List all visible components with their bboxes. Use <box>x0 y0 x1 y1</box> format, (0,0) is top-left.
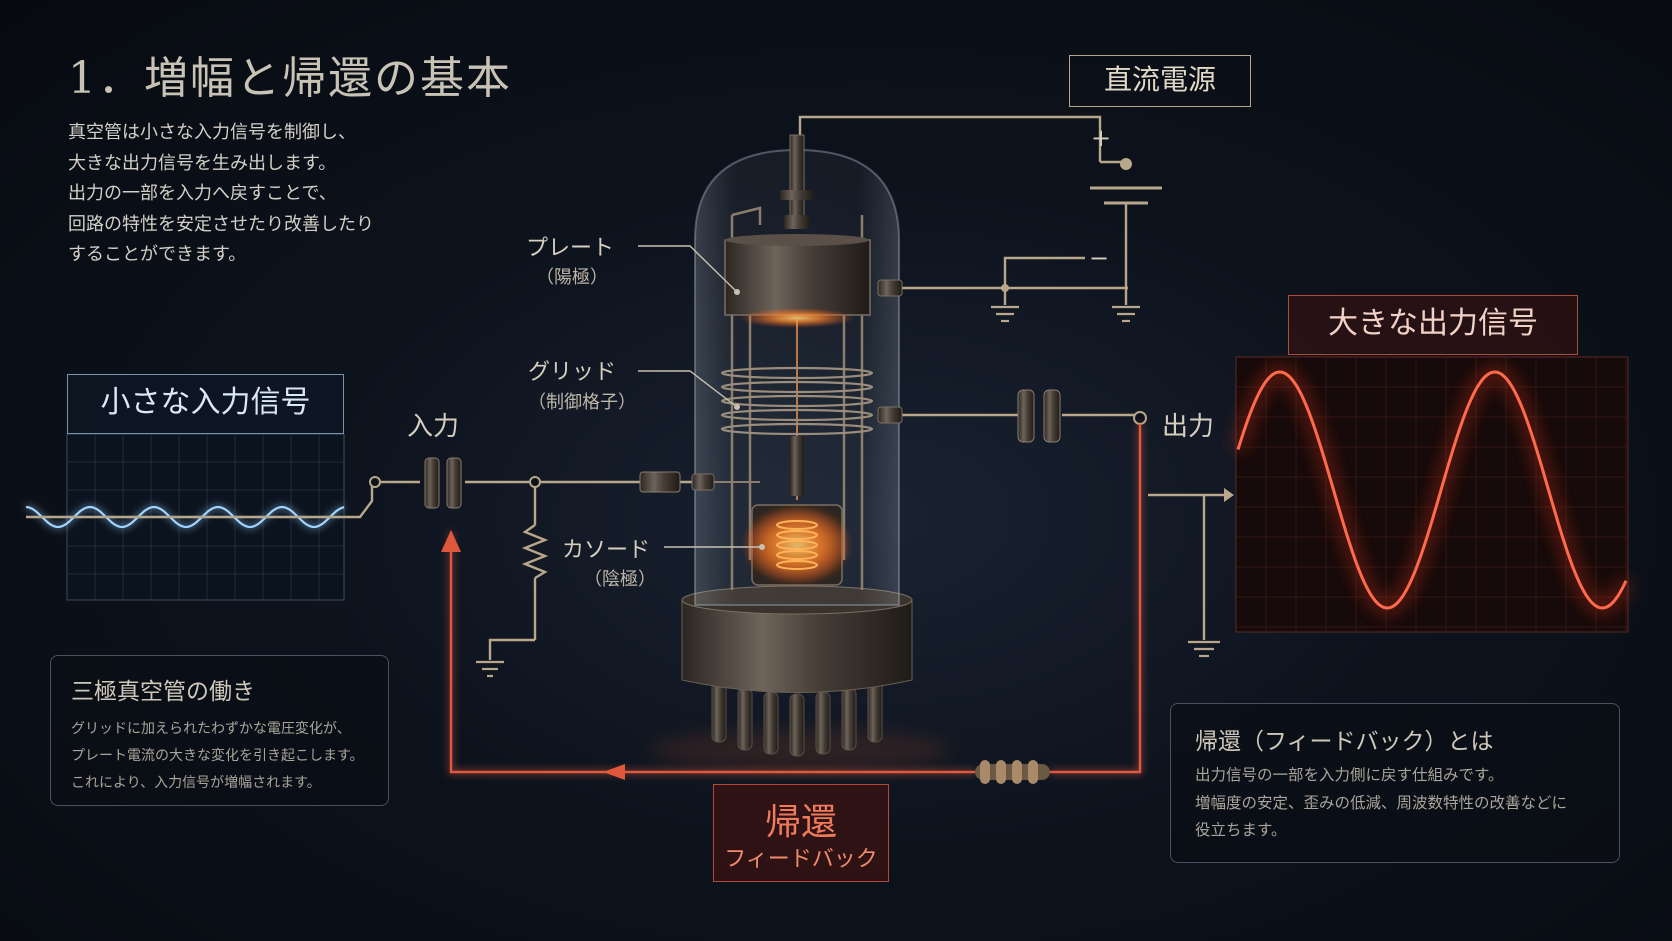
wire-nodes <box>369 158 1147 488</box>
output-waveform <box>1236 370 1628 610</box>
feedback-panel-body: 出力信号の一部を入力側に戻す仕組みです。 増幅度の安定、歪みの低減、周波数特性の… <box>1195 762 1567 845</box>
output-scope <box>1233 356 1631 633</box>
intro-line: することができます。 <box>68 244 247 265</box>
feedback-label-box: 帰還 フィードバック <box>713 784 889 882</box>
intro-line: 出力の一部を入力へ戻すことで、 <box>68 183 337 204</box>
grid-sublabel: （制御格子） <box>528 392 636 413</box>
cathode-label: カソード <box>562 538 651 563</box>
wiring <box>26 115 1224 660</box>
output-arrow <box>1224 488 1234 502</box>
panel-line: 出力信号の一部を入力側に戻す仕組みです。 <box>1195 766 1504 784</box>
label-leaders <box>638 245 762 548</box>
feedback-title: 帰還 <box>764 802 837 843</box>
tube-base <box>681 599 913 693</box>
feedback-info-panel: 帰還（フィードバック）とは 出力信号の一部を入力側に戻す仕組みです。 増幅度の安… <box>1170 703 1620 863</box>
feedback-arrow-up <box>441 530 461 552</box>
panel-line: プレート電流の大きな変化を引き起こします。 <box>71 748 364 764</box>
ground-symbols <box>476 305 1220 678</box>
intro-text: 真空管は小さな入力信号を制御し、 大きな出力信号を生み出します。 出力の一部を入… <box>68 118 374 271</box>
dc-power-label: 直流電源 <box>1069 55 1251 107</box>
plate-label: プレート <box>526 236 615 261</box>
triode-panel-title: 三極真空管の働き <box>71 679 255 705</box>
input-label: 入力 <box>407 412 460 442</box>
panel-line: グリッドに加えられたわずかな電圧変化が、 <box>71 721 351 737</box>
feedback-resistor <box>975 760 1050 784</box>
intro-line: 真空管は小さな入力信号を制御し、 <box>68 122 356 143</box>
page-title: 1．増幅と帰還の基本 <box>68 53 512 104</box>
triode-panel-body: グリッドに加えられたわずかな電圧変化が、 プレート電流の大きな変化を引き起こしま… <box>71 716 364 797</box>
grid-label: グリッド <box>528 360 617 385</box>
panel-line: これにより、入力信号が増幅されます。 <box>71 775 321 791</box>
plate-sublabel: （陽極） <box>536 267 608 288</box>
intro-line: 大きな出力信号を生み出します。 <box>68 152 337 174</box>
cathode-sublabel: （陰極） <box>584 569 656 590</box>
output-label: 出力 <box>1162 412 1215 442</box>
tube-cathode <box>776 520 818 570</box>
plus-sign: + <box>1091 124 1112 152</box>
feedback-panel-title: 帰還（フィードバック）とは <box>1195 729 1494 755</box>
output-capacitor <box>1017 389 1061 443</box>
tube-grid <box>720 366 874 436</box>
triode-info-panel: 三極真空管の働き グリッドに加えられたわずかな電圧変化が、 プレート電流の大きな… <box>50 655 389 806</box>
panel-line: 増幅度の安定、歪みの低減、周波数特性の改善などに <box>1195 793 1568 812</box>
feedback-path <box>441 424 1142 784</box>
input-waveform <box>25 505 345 529</box>
panel-line: 役立ちます。 <box>1195 821 1287 839</box>
tube-plate <box>724 239 871 316</box>
minus-sign: − <box>1089 244 1110 272</box>
grid-connector <box>639 471 681 493</box>
feedback-subtitle: フィードバック <box>724 847 878 872</box>
large-output-signal-label: 大きな出力信号 <box>1288 295 1578 355</box>
intro-line: 回路の特性を安定させたり改善したり <box>68 213 374 235</box>
vacuum-tube <box>650 134 950 770</box>
small-input-signal-label: 小さな入力信号 <box>67 374 344 434</box>
feedback-arrow-left <box>603 764 625 780</box>
input-capacitor <box>424 457 462 509</box>
